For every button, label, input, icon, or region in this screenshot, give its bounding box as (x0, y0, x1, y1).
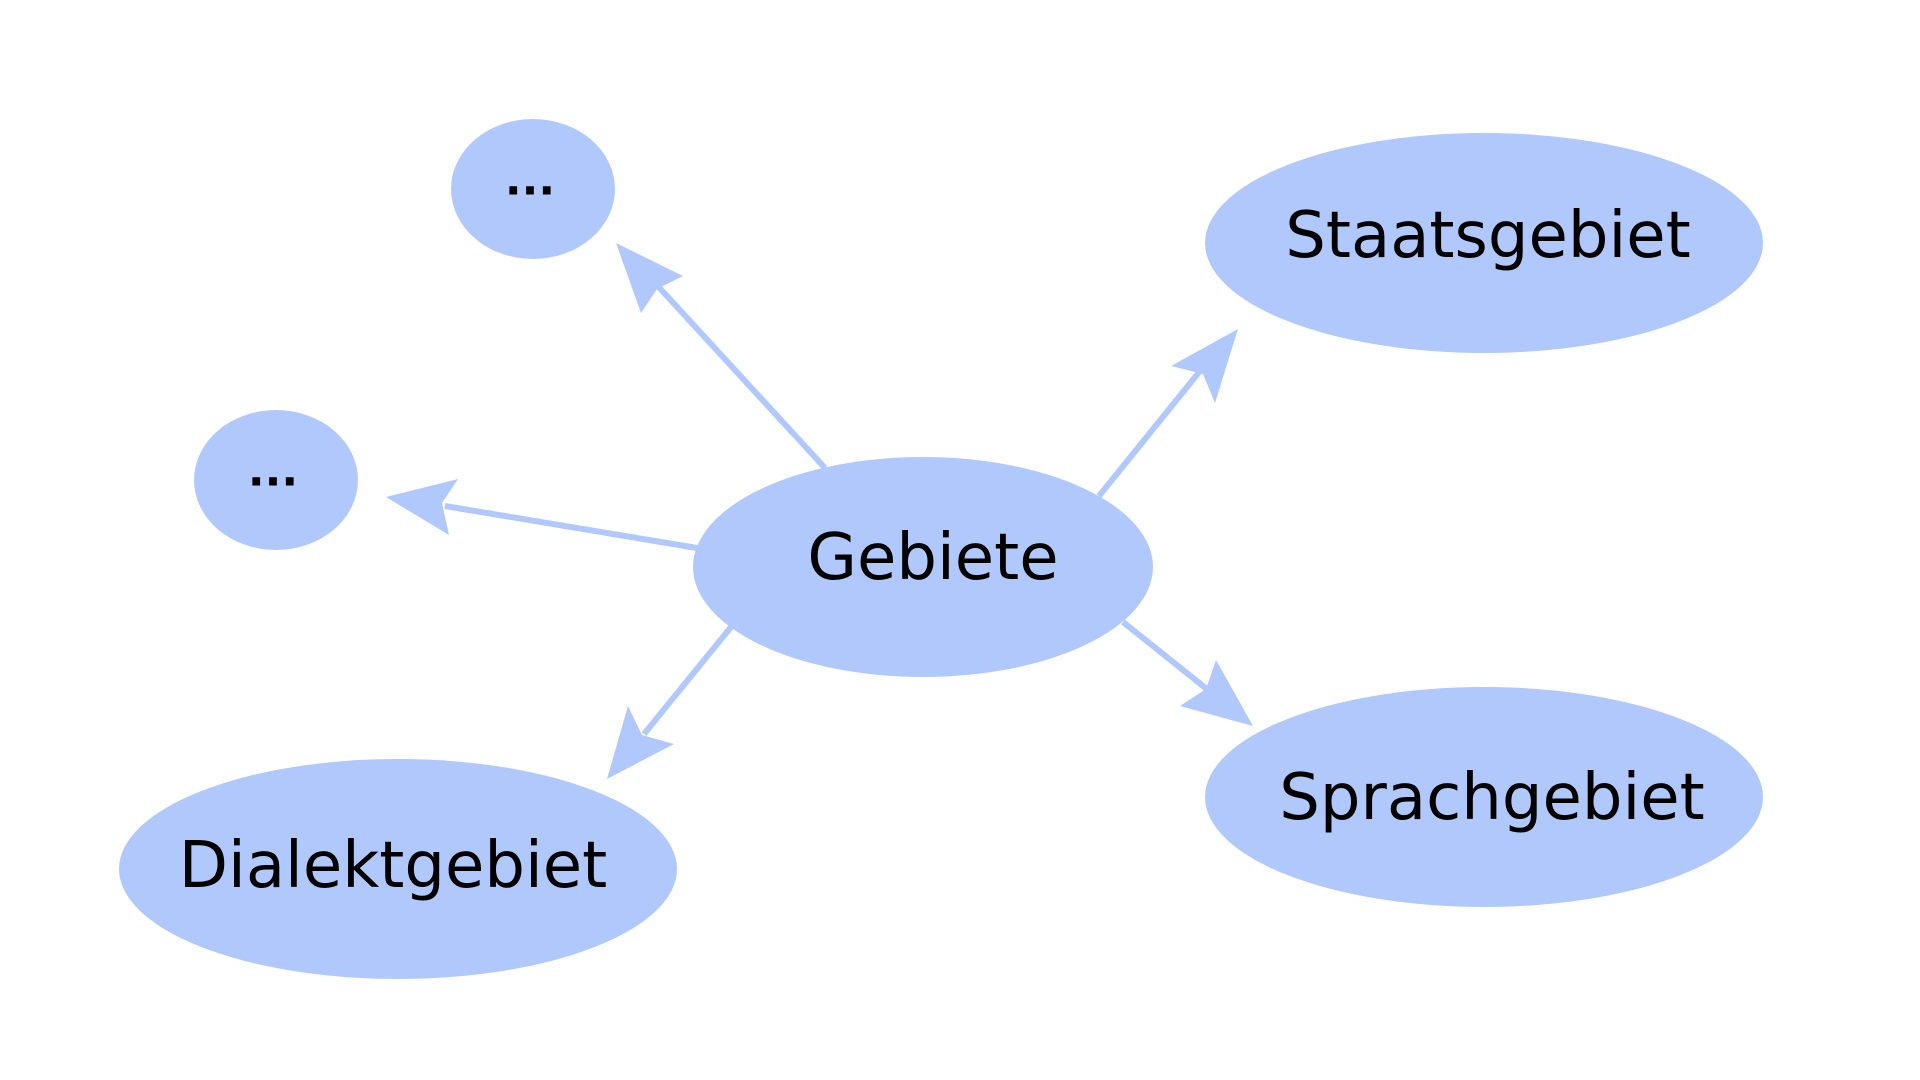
node-shape (693, 457, 1153, 677)
edges (386, 243, 1253, 779)
arrowhead-sprachgebiet (1180, 660, 1253, 726)
edge-gebiete-more-top (652, 280, 828, 471)
node-dialektgebiet[interactable]: Dialektgebiet (119, 759, 677, 979)
node-more-left[interactable]: ... (194, 410, 358, 550)
node-label: Gebiete (807, 521, 1058, 595)
arrowhead-staatsgebiet (1171, 329, 1238, 403)
node-label: Staatsgebiet (1285, 199, 1690, 273)
node-sprachgebiet[interactable]: Sprachgebiet (1205, 687, 1763, 907)
node-shape (119, 759, 677, 979)
node-shape (194, 410, 358, 550)
arrowhead-more-left (386, 479, 458, 535)
edge-gebiete-staatsgebiet (1096, 369, 1203, 498)
node-gebiete[interactable]: Gebiete (693, 457, 1153, 677)
edge-gebiete-dialektgebiet (641, 625, 734, 736)
arrowhead-dialektgebiet (607, 706, 674, 779)
node-label: ... (248, 446, 298, 497)
arrowhead-more-top (616, 243, 683, 313)
node-shape (451, 119, 615, 259)
node-staatsgebiet[interactable]: Staatsgebiet (1205, 133, 1763, 353)
node-shape (1205, 133, 1763, 353)
node-shape (1205, 687, 1763, 907)
node-label: Sprachgebiet (1279, 761, 1704, 835)
edge-gebiete-more-left (444, 503, 698, 551)
node-more-top[interactable]: ... (451, 119, 615, 259)
node-label: ... (505, 155, 555, 206)
node-label: Dialektgebiet (179, 829, 607, 903)
edge-gebiete-sprachgebiet (1121, 619, 1210, 693)
